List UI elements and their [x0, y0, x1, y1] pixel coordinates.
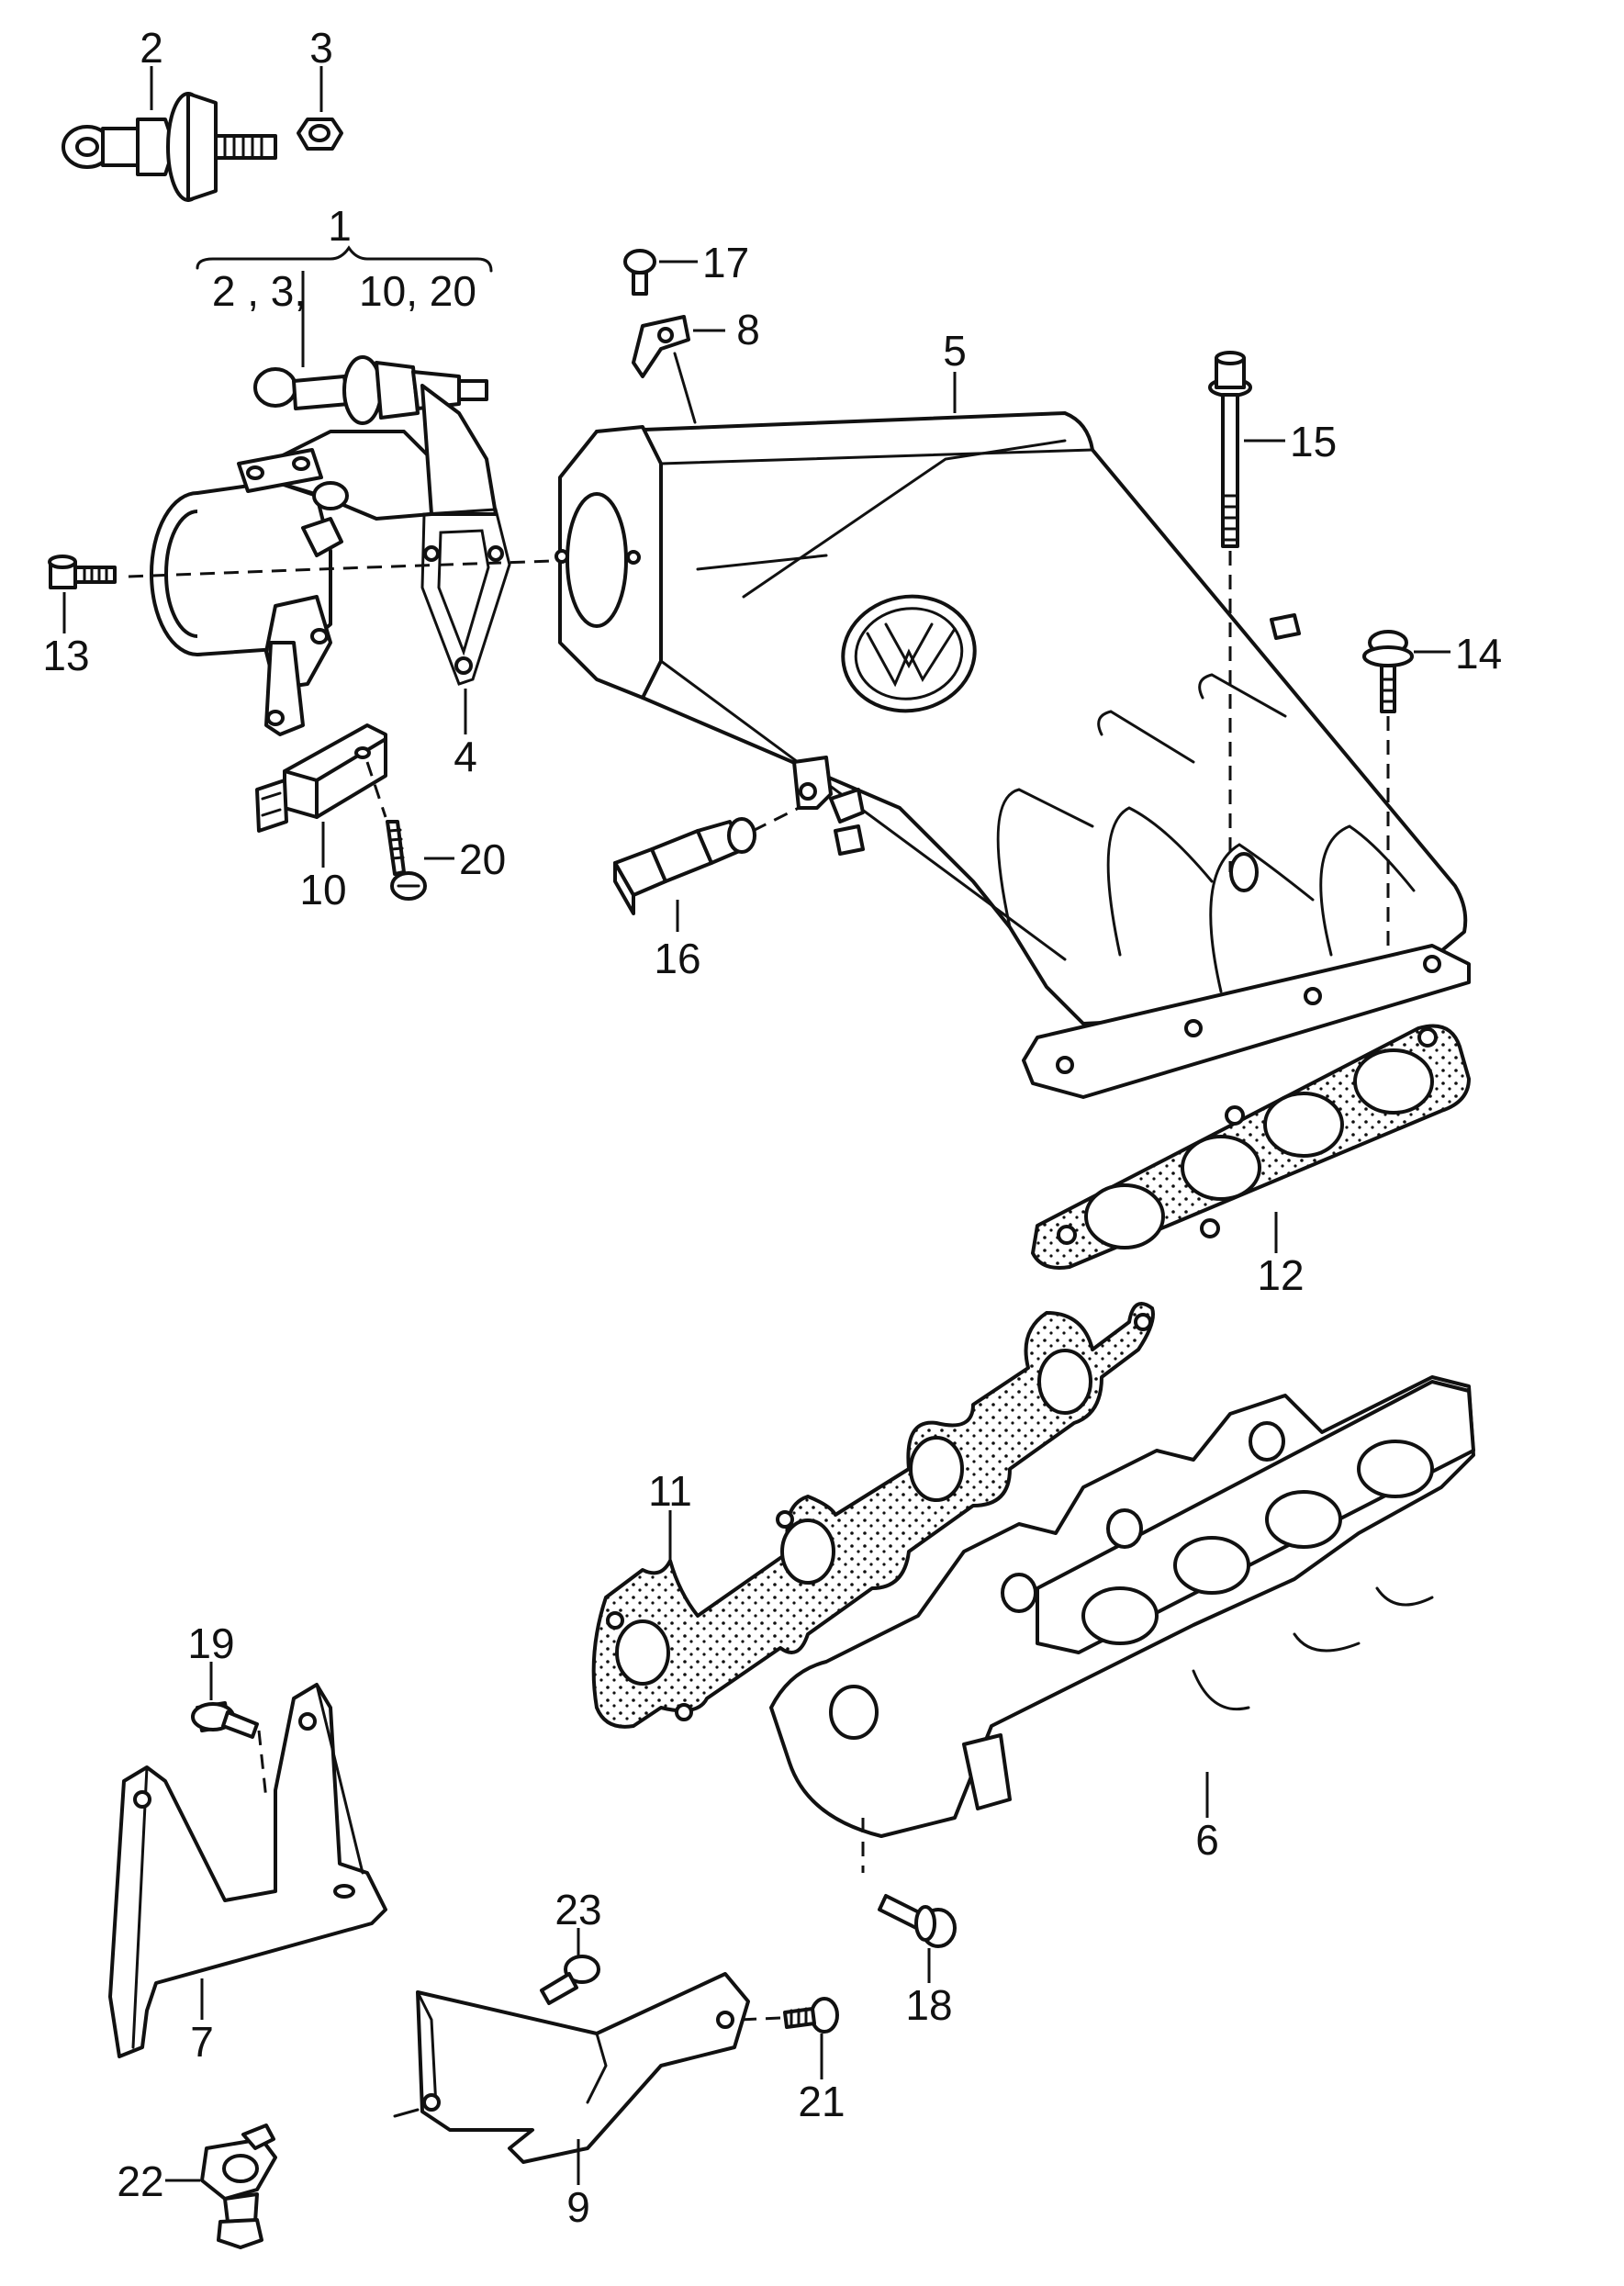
part-14-bolt — [1270, 613, 1450, 950]
part-6-lower-manifold — [769, 1375, 1475, 1873]
part-1-bracket — [196, 245, 493, 367]
callout-12: 12 — [1257, 1251, 1304, 1299]
part-20-screw — [386, 820, 454, 901]
part-5-intake-manifold — [554, 372, 1471, 1099]
part-10-sensor — [255, 723, 387, 868]
callout-4: 4 — [454, 733, 477, 780]
callout-13: 13 — [42, 632, 89, 679]
callout-22: 22 — [117, 2157, 163, 2205]
part-16-temperature-sender — [613, 756, 865, 932]
callout-10: 10 — [299, 866, 346, 913]
part-12-manifold-gasket — [1031, 1024, 1471, 1270]
bracket-note-right: 10, 20 — [359, 267, 476, 315]
callout-3: 3 — [309, 24, 333, 72]
callout-1: 1 — [328, 202, 352, 250]
part-11-gasket — [591, 1302, 1155, 1729]
callout-5: 5 — [943, 327, 967, 375]
part-3-nut — [297, 66, 343, 151]
part-7-support-bracket — [108, 1683, 387, 2058]
callout-16: 16 — [654, 935, 700, 982]
callout-19: 19 — [187, 1619, 234, 1667]
callout-18: 18 — [905, 1981, 952, 2029]
part-13-bolt — [48, 555, 634, 633]
callout-21: 21 — [798, 2078, 845, 2125]
callout-8: 8 — [736, 306, 760, 353]
callout-2: 2 — [140, 24, 163, 72]
part-18-bolt — [878, 1894, 957, 1983]
throttle-body-assembly — [150, 355, 498, 736]
bracket-note-left: 2 , 3, — [212, 267, 306, 315]
part-4-gasket — [420, 508, 511, 734]
part-23-bolt — [540, 1928, 600, 2005]
part-17-screw — [623, 249, 698, 296]
part-15-long-bolt — [1208, 351, 1285, 892]
part-21-bolt — [738, 1997, 839, 2079]
part-8-bracket — [632, 315, 725, 424]
part-22-clip — [165, 2124, 277, 2249]
callout-14: 14 — [1455, 630, 1502, 678]
callout-7: 7 — [190, 2018, 214, 2066]
part-2-vacuum-positioner — [62, 66, 277, 202]
callout-9: 9 — [566, 2183, 590, 2231]
callout-6: 6 — [1195, 1816, 1219, 1864]
callout-11: 11 — [648, 1467, 692, 1515]
part-19-bolt — [191, 1662, 268, 1800]
part-9-heat-shield — [393, 1972, 750, 2185]
callout-23: 23 — [554, 1886, 601, 1933]
callout-20: 20 — [459, 835, 506, 883]
callout-15: 15 — [1290, 418, 1337, 465]
callout-17: 17 — [702, 239, 749, 286]
